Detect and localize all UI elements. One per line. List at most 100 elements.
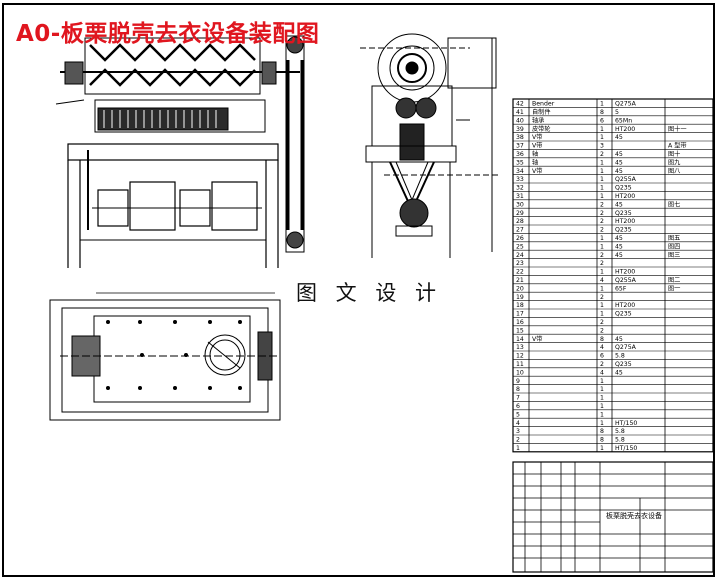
bom-cell: 45 [615, 369, 623, 376]
bom-cell: 图四 [668, 243, 680, 250]
bom-cell: 1 [600, 185, 604, 192]
bom-cell: 2 [516, 437, 520, 444]
bom-cell: Q235 [615, 210, 632, 217]
bom-cell: HT/150 [615, 420, 637, 427]
bom-cell: 3 [600, 143, 604, 150]
watermark-text: 图 文 设 计 [296, 281, 443, 305]
bom-cell: 1 [600, 420, 604, 427]
bom-cell: 5 [516, 411, 520, 418]
bom-cell: V带 [532, 142, 542, 150]
bom-cell: 6 [516, 403, 520, 410]
bom-cell: 10 [516, 369, 524, 376]
bom-row: 35 轴 1 45 图九 [516, 158, 681, 166]
bom-cell: 65Mn [615, 117, 632, 124]
bom-cell: 1 [600, 269, 604, 276]
bom-cell: 2 [600, 361, 604, 368]
bom-cell: 4 [600, 344, 604, 351]
bom-cell: 45 [615, 159, 623, 166]
bom-cell: HT200 [615, 302, 635, 309]
bom-cell: 1 [600, 101, 604, 108]
bom-cell: 2 [600, 151, 604, 158]
bom-cell: 40 [516, 117, 524, 124]
bom-cell: 1 [600, 126, 604, 133]
bom-cell: 4 [516, 420, 520, 427]
bom-cell: 36 [516, 151, 524, 158]
bom-cell: 14 [516, 336, 524, 343]
bom-cell: 4 [600, 277, 604, 284]
bom-cell: 1 [600, 159, 604, 166]
bom-cell: Bender [532, 101, 555, 108]
bom-cell: 3 [516, 428, 520, 435]
top-view [49, 292, 281, 421]
bom-cell: 22 [516, 269, 524, 276]
bom-cell: 35 [516, 159, 524, 166]
bom-cell: 1 [600, 386, 604, 393]
bom-cell: 轴 [532, 158, 538, 166]
bom-cell: 1 [600, 243, 604, 250]
bom-cell: 图十一 [668, 125, 687, 133]
bom-cell: 图五 [668, 235, 680, 242]
bom-cell: 30 [516, 201, 524, 208]
bom-cell: 6 [600, 353, 604, 360]
bom-cell: 2 [600, 260, 604, 267]
bom-cell: 1 [600, 193, 604, 200]
bom-cell: 28 [516, 218, 524, 225]
bom-cell: A 型带 [668, 142, 687, 150]
bom-cell: 18 [516, 302, 524, 309]
bom-cell: 25 [516, 243, 524, 250]
bom-cell: 13 [516, 344, 524, 351]
bom-cell: Q275A [615, 101, 637, 108]
bom-cell: V带 [532, 133, 542, 141]
bom-cell: Q275A [615, 344, 637, 351]
bom-cell: 45 [615, 134, 623, 141]
bom-cell: 1 [600, 134, 604, 141]
bom-cell: 19 [516, 294, 524, 301]
bom-cell: 9 [516, 378, 520, 385]
bom-cell: 1 [600, 285, 604, 292]
bom-cell: 33 [516, 176, 524, 183]
bom-cell: 1 [600, 176, 604, 183]
bom-cell: 图二 [668, 277, 680, 284]
bom-cell: 图三 [668, 252, 680, 259]
bom-cell: 8 [516, 386, 520, 393]
bom-cell: 45 [615, 243, 623, 250]
bom-cell: 2 [600, 201, 604, 208]
bom-cell: 图九 [668, 158, 681, 166]
bom-cell: HT/150 [615, 445, 637, 452]
bom-cell: 45 [615, 252, 623, 259]
bom-cell: 1 [600, 411, 604, 418]
bom-cell: 31 [516, 193, 524, 200]
bom-cell: 37 [516, 143, 524, 150]
bom-cell: 5 [615, 109, 619, 116]
title-block [512, 461, 714, 573]
bom-cell: 26 [516, 235, 524, 242]
bom-cell: 2 [600, 294, 604, 301]
bom-cell: 20 [516, 285, 524, 292]
bom-cell: 23 [516, 260, 524, 267]
bom-row: 25 1 45 图四 [516, 243, 680, 250]
bom-cell: HT200 [615, 126, 635, 133]
bom-cell: 45 [615, 151, 623, 158]
bom-cell: V带 [532, 167, 542, 175]
bom-cell: 自制件 [532, 108, 551, 116]
outer-frame [2, 3, 715, 577]
bom-cell: 45 [615, 336, 623, 343]
